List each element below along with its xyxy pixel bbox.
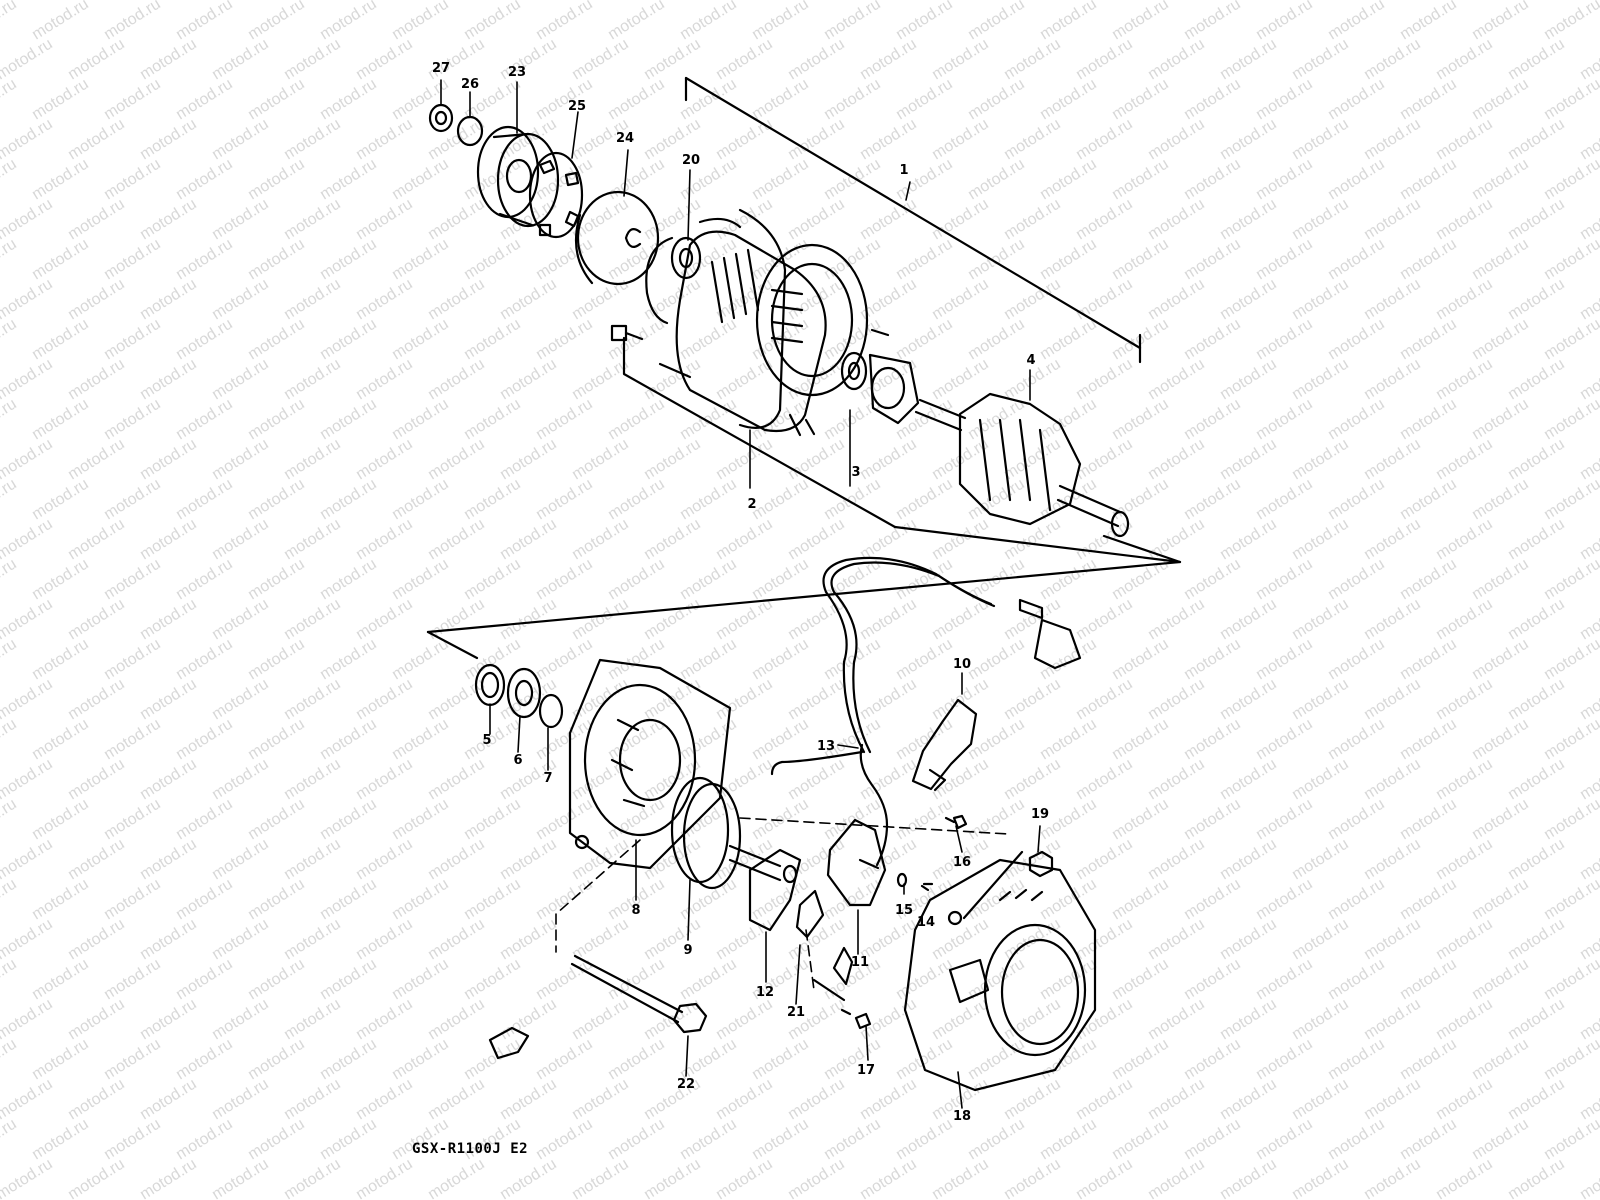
nut-part-19: [1028, 850, 1054, 878]
callout-1: 1: [899, 163, 908, 178]
callout-19: 19: [1031, 807, 1049, 822]
model-caption: GSX-R1100J E2: [412, 1141, 529, 1157]
seal-part-5: [474, 663, 506, 707]
damper-part-25: [528, 151, 584, 239]
seal-part-7: [538, 693, 564, 729]
nut-part-27: [428, 103, 454, 133]
callout-22: 22: [677, 1077, 695, 1092]
callout-20: 20: [682, 153, 700, 168]
washer-part-15: [896, 872, 908, 888]
callout-27: 27: [432, 61, 450, 76]
callout-18: 18: [953, 1109, 971, 1124]
regulator-part-11: [826, 818, 887, 907]
rotor-part-4: [914, 392, 1130, 538]
fastener-lower-left: [488, 1026, 530, 1060]
callout-24: 24: [616, 131, 634, 146]
washer-part-26: [456, 115, 484, 147]
callout-4: 4: [1026, 353, 1035, 368]
callout-13: 13: [817, 739, 835, 754]
rear-housing-part-8: [568, 658, 732, 870]
callout-16: 16: [953, 855, 971, 870]
terminal-part-10: [911, 698, 978, 792]
callout-12: 12: [756, 985, 774, 1000]
spacer-part-24: [574, 190, 660, 286]
screw-part-17: [812, 946, 872, 1030]
callout-8: 8: [631, 903, 640, 918]
bolt-part-22: [570, 954, 708, 1034]
callout-11: 11: [851, 955, 869, 970]
callout-23: 23: [508, 65, 526, 80]
screw-part-16: [944, 814, 968, 830]
callout-26: 26: [461, 77, 479, 92]
callout-5: 5: [482, 733, 491, 748]
callout-10: 10: [953, 657, 971, 672]
callout-9: 9: [683, 943, 692, 958]
bolt-upper: [610, 324, 644, 342]
callout-15: 15: [895, 903, 913, 918]
callout-21: 21: [787, 1005, 805, 1020]
bearing-part-3: [840, 351, 920, 425]
pulley-part-23: [476, 125, 560, 228]
cover-part-18: [903, 850, 1097, 1092]
callout-6: 6: [513, 753, 522, 768]
bearing-part-6: [506, 667, 542, 719]
callout-14: 14: [917, 915, 935, 930]
leader-lines: [440, 79, 1041, 1109]
callout-3: 3: [851, 465, 860, 480]
callout-labels: 1 2 3 4 5 6 7 8 9 10 11 12 13 14 15 16 1…: [432, 61, 1049, 1124]
brush-part-21: [795, 889, 825, 939]
leader-dashed: [555, 817, 1009, 991]
callout-7: 7: [543, 771, 552, 786]
rectifier-part-9: [670, 776, 782, 890]
harness-part-13: [770, 556, 1082, 867]
assembly-bracket-1: [426, 76, 1182, 660]
callout-2: 2: [747, 497, 756, 512]
housing-part-2: [675, 208, 890, 437]
brush-holder-part-12: [748, 848, 802, 932]
screw-part-14: [920, 882, 934, 892]
callout-25: 25: [568, 99, 586, 114]
callout-17: 17: [857, 1063, 875, 1078]
